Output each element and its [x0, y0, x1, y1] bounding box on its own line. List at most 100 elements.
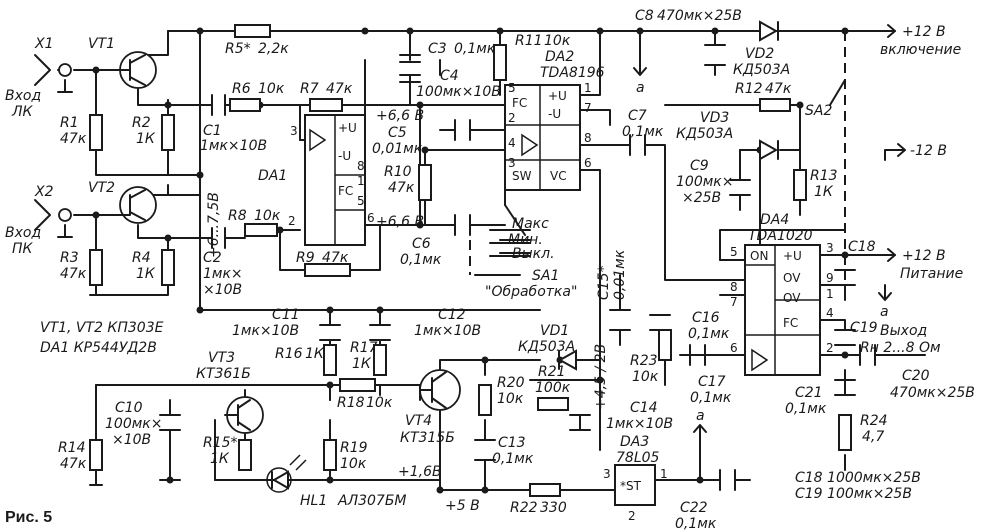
c6-ref: C6 [412, 236, 431, 252]
vt4-symbol [419, 369, 461, 411]
c11-plates [319, 324, 341, 341]
rail-plus4-5: +4,5 / 2В [593, 344, 609, 410]
r24-ref: R24 [860, 413, 888, 429]
output-label: Выход [880, 323, 927, 339]
x1-name-2: ЛК [11, 104, 34, 120]
rail-on-label: включение [880, 42, 961, 58]
r6-body [229, 98, 261, 112]
x1-jack [34, 54, 73, 93]
r18-ref: R18 [337, 395, 365, 411]
r11-ref: R11 [515, 33, 543, 49]
c19-ref: C19 [850, 320, 878, 336]
c17-val: 0,1мк [690, 390, 732, 406]
r13-val: 1К [814, 184, 834, 200]
r16-body [323, 344, 337, 376]
r3-val: 47к [60, 266, 87, 282]
r9-ref: R9 [296, 250, 315, 266]
c18-plates [834, 269, 856, 286]
r14-ref: R14 [58, 440, 86, 456]
vd3-type: КД503А [676, 126, 733, 142]
da1-pin3: 3 [290, 124, 298, 138]
ic-bodies [304, 84, 821, 506]
vd2-symbol [759, 20, 789, 42]
diodes [266, 20, 789, 493]
sa1-pos-max: Макс [512, 216, 549, 232]
c16-plates [649, 314, 671, 331]
r16-ref: R16 [275, 346, 303, 362]
capacitor-plates [159, 44, 876, 491]
c18-ref: C18 [848, 239, 876, 255]
x2-jack [34, 199, 73, 238]
c8-plates [704, 44, 726, 66]
da2-pin5: 5 [508, 81, 516, 95]
c21-val: 0,1мк [785, 401, 827, 417]
r4-body [161, 249, 175, 286]
da1-minus-u: -U [338, 149, 351, 163]
r3-body [89, 249, 103, 286]
r15-ref: R15* [203, 435, 238, 451]
c7-val: 0,1мк [622, 124, 664, 140]
r23-ref: R23 [630, 353, 658, 369]
c13-ref: C13 [498, 435, 526, 451]
node-a-mid: а [880, 304, 889, 320]
c2-line1: 1мк× [203, 266, 243, 282]
r9-body [304, 263, 351, 277]
c3-ref: C3 [428, 41, 447, 57]
note-c18: C18 1000мк×25В [795, 470, 921, 486]
r11-val: 10к [544, 33, 571, 49]
c1-ref: C1 [203, 123, 222, 139]
da4-pin1: 1 [826, 287, 834, 301]
c14-val: 1мк×10В [606, 416, 673, 432]
r22-ref: R22 [510, 500, 538, 516]
hl1-symbol [266, 454, 307, 493]
r8-ref: R8 [228, 208, 247, 224]
da1-pin6: 6 [367, 211, 375, 225]
sa2-ref: SA2 [805, 103, 832, 119]
note-c19: C19 100мк×25В [795, 486, 912, 502]
output-load: Rн 2...8 Ом [860, 340, 941, 356]
c1-val: 1мк×10В [200, 138, 267, 154]
rail-plus6-6-bot: +6,6 В [376, 214, 424, 230]
transistors [117, 51, 461, 434]
vd2-ref: VD2 [745, 46, 774, 62]
sa1-pos-min: Мин. [508, 232, 543, 248]
da2-minus-u: -U [548, 107, 561, 121]
x2-ref: X2 [34, 184, 54, 200]
r14-body [89, 439, 103, 471]
r6-val: 10к [258, 81, 285, 97]
vt3-type: КТ361Б [196, 366, 251, 382]
r19-val: 10к [340, 456, 367, 472]
r17-val: 1К [352, 356, 372, 372]
c9-line1: 100мк× [676, 174, 733, 190]
vt4-type: КТ315Б [400, 430, 455, 446]
da2-pin8: 8 [584, 131, 592, 145]
r21-ref: R21 [538, 364, 566, 380]
da2-fc: FC [512, 96, 527, 110]
r15-val: 1К [210, 451, 230, 467]
note-da1: DA1 КР544УД2В [40, 340, 157, 356]
sa1-symbol [469, 204, 531, 275]
r19-ref: R19 [340, 440, 368, 456]
c5-ref: C5 [388, 125, 407, 141]
r21-body [537, 397, 569, 411]
r11-body [493, 44, 507, 81]
c14-plates [569, 414, 591, 431]
da4-ov1: OV [783, 271, 801, 285]
r5-ref: R5* [225, 41, 251, 57]
c16-ref: C16 [692, 310, 720, 326]
vt3-symbol [224, 396, 264, 434]
da4-ref: DA4 [760, 212, 789, 228]
labels: X1 Вход ЛК X2 Вход ПК VT1 VT2 VT3 КТ361Б… [5, 8, 975, 532]
da3-pin3: 3 [603, 467, 611, 481]
c13-val: 0,1мк [492, 451, 534, 467]
vt3-ref: VT3 [208, 350, 235, 366]
r22-val: 330 [540, 500, 567, 516]
r21-val: 100к [535, 380, 571, 396]
r7-ref: R7 [300, 81, 319, 97]
da4-pin8: 8 [730, 280, 738, 294]
rail-plus5: +5 В [445, 498, 480, 514]
c12-val: 1мк×10В [414, 323, 481, 339]
da1-pin5: 5 [357, 194, 365, 208]
r2-body [161, 114, 175, 151]
r12-ref: R12 [735, 81, 763, 97]
